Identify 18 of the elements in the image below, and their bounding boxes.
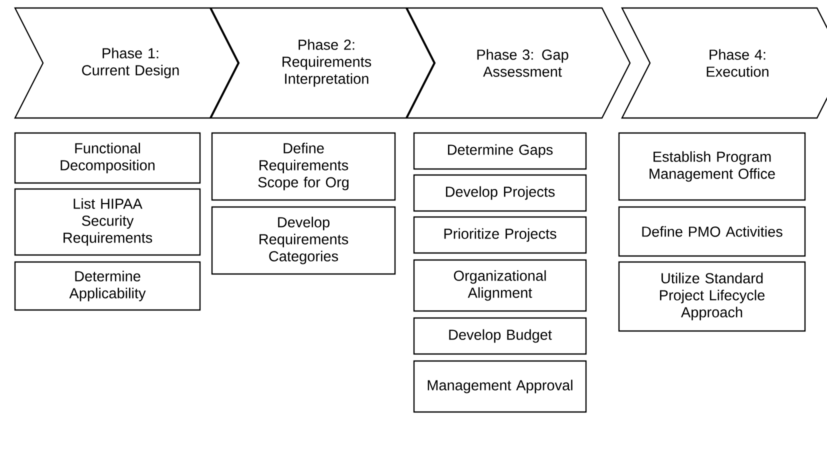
task-box: Define Requirements Scope for Org xyxy=(211,132,396,201)
chevron-box: Phase 1: Current Design xyxy=(14,7,239,119)
task-box: Organizational Alignment xyxy=(413,259,587,312)
chevron-box: Phase 4: Execution xyxy=(621,7,827,119)
task-box: Develop Projects xyxy=(413,174,587,212)
task-box: Develop Requirements Categories xyxy=(211,206,396,275)
task-box: Determine Gaps xyxy=(413,132,587,170)
task-box: Determine Applicability xyxy=(14,261,201,311)
chevron-box: Phase 3: Gap Assessment xyxy=(406,7,631,119)
task-box: Functional Decomposition xyxy=(14,132,201,184)
chevron-box: Phase 2: Requirements Interpretation xyxy=(210,7,435,119)
task-box: List HIPAA Security Requirements xyxy=(14,188,201,256)
task-box: Utilize Standard Project Lifecycle Approach xyxy=(618,261,806,332)
task-box: Prioritize Projects xyxy=(413,216,587,254)
task-box: Establish Program Management Office xyxy=(618,132,806,201)
task-box: Management Approval xyxy=(413,360,587,413)
task-box: Define PMO Activities xyxy=(618,206,806,257)
task-box: Develop Budget xyxy=(413,317,587,355)
